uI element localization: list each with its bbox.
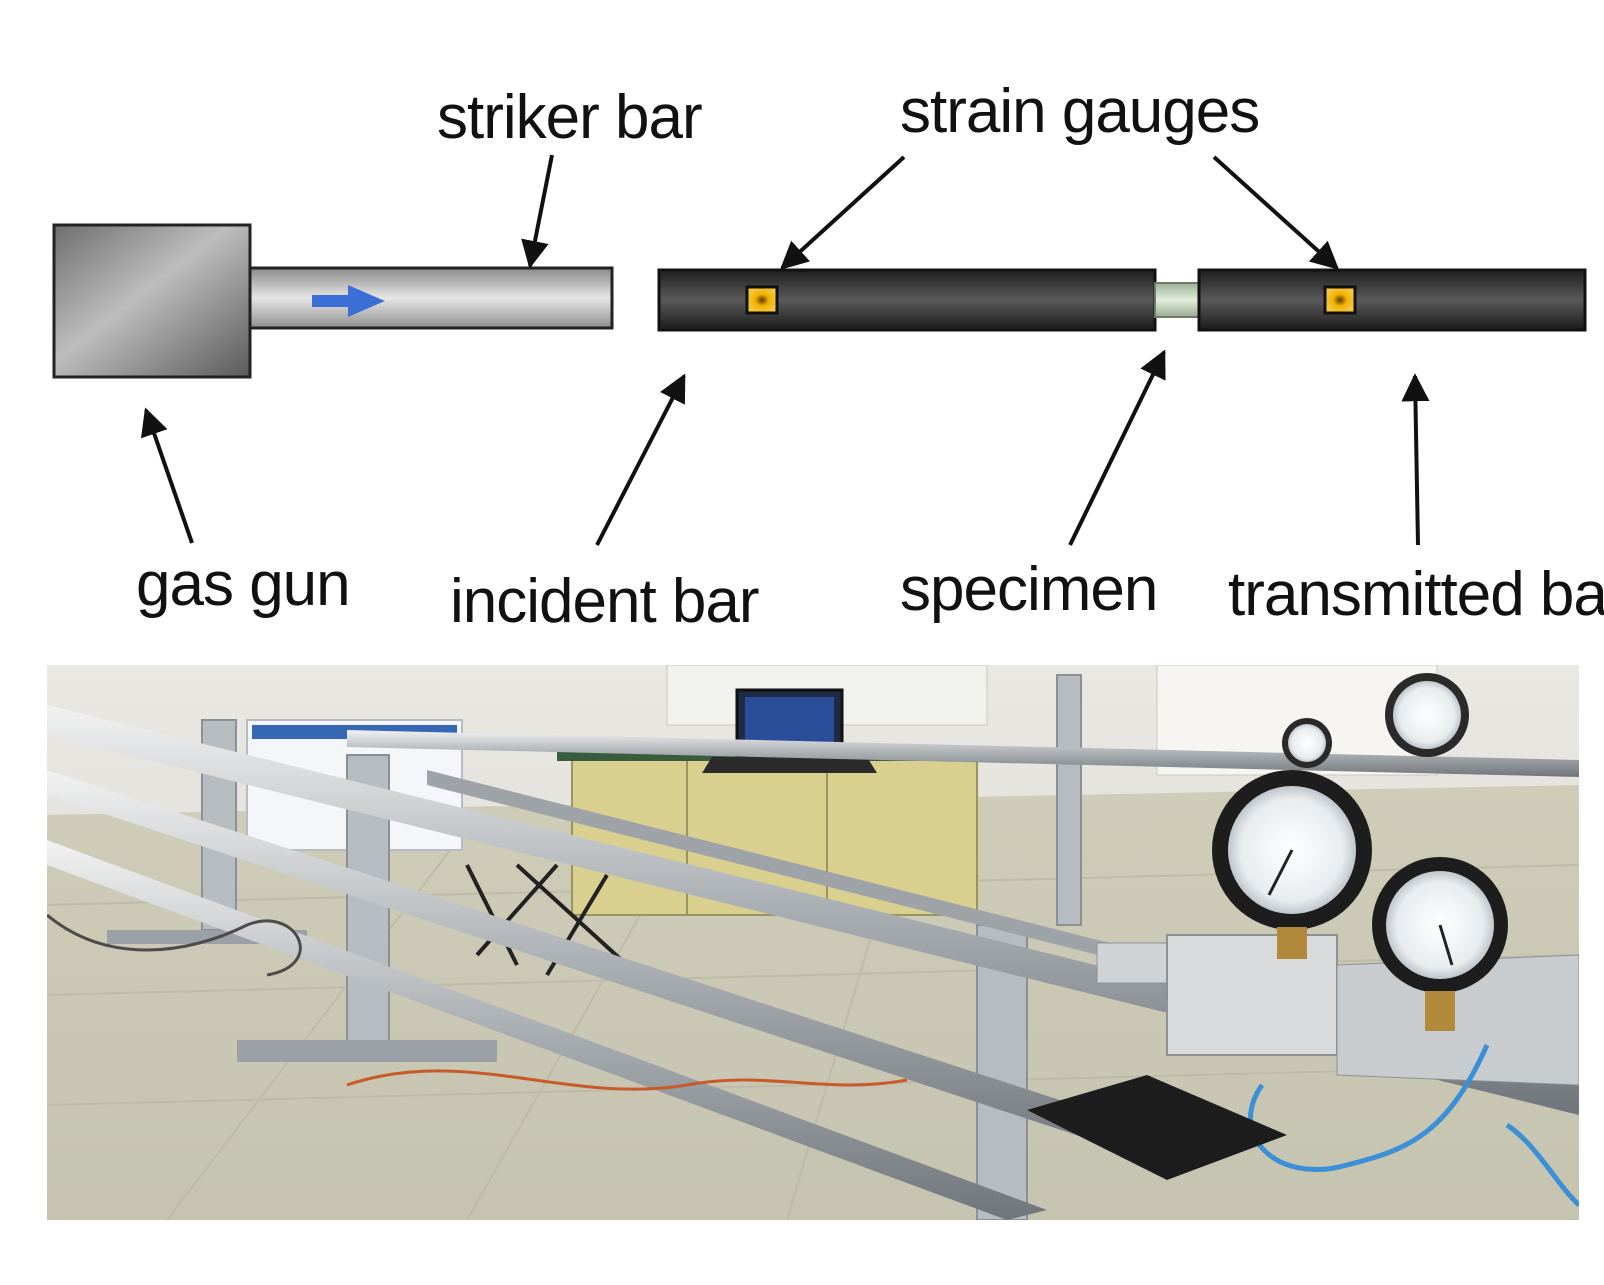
arrow-strain-gauge-left <box>779 155 906 270</box>
arrow-transmitted-bar <box>1401 373 1430 546</box>
arrow-specimen <box>1068 349 1166 546</box>
gas-gun-body <box>52 223 252 379</box>
label-striker-bar: striker bar <box>437 83 702 152</box>
arrow-incident-bar <box>595 373 686 546</box>
label-incident-bar: incident bar <box>450 567 759 636</box>
velocity-arrow-icon <box>312 285 385 317</box>
shpb-schematic: striker bar strain gauges gas gun incide… <box>52 77 1604 636</box>
pressure-gauge-icon <box>1372 857 1508 1031</box>
label-transmitted-bar: transmitted bar <box>1228 560 1604 629</box>
apparatus-photo <box>47 665 1579 1220</box>
strain-gauge-icon <box>745 285 779 315</box>
transmitted-bar-shape <box>1197 268 1587 332</box>
strain-gauge-icon <box>1323 285 1357 315</box>
pressure-gauge-icon <box>1385 673 1469 757</box>
striker-bar-shape <box>248 266 614 330</box>
apparatus-illustration <box>47 665 1579 1220</box>
label-strain-gauges: strain gauges <box>900 77 1259 146</box>
arrow-gas-gun <box>141 407 194 544</box>
specimen-shape <box>1154 282 1200 318</box>
label-specimen: specimen <box>900 555 1157 624</box>
pressure-gauge-icon <box>1282 718 1332 768</box>
arrow-striker-bar <box>521 154 554 269</box>
arrow-strain-gauge-right <box>1212 155 1340 270</box>
label-gas-gun: gas gun <box>136 550 350 619</box>
incident-bar-shape <box>657 268 1157 332</box>
pressure-gauge-icon <box>1212 770 1372 959</box>
